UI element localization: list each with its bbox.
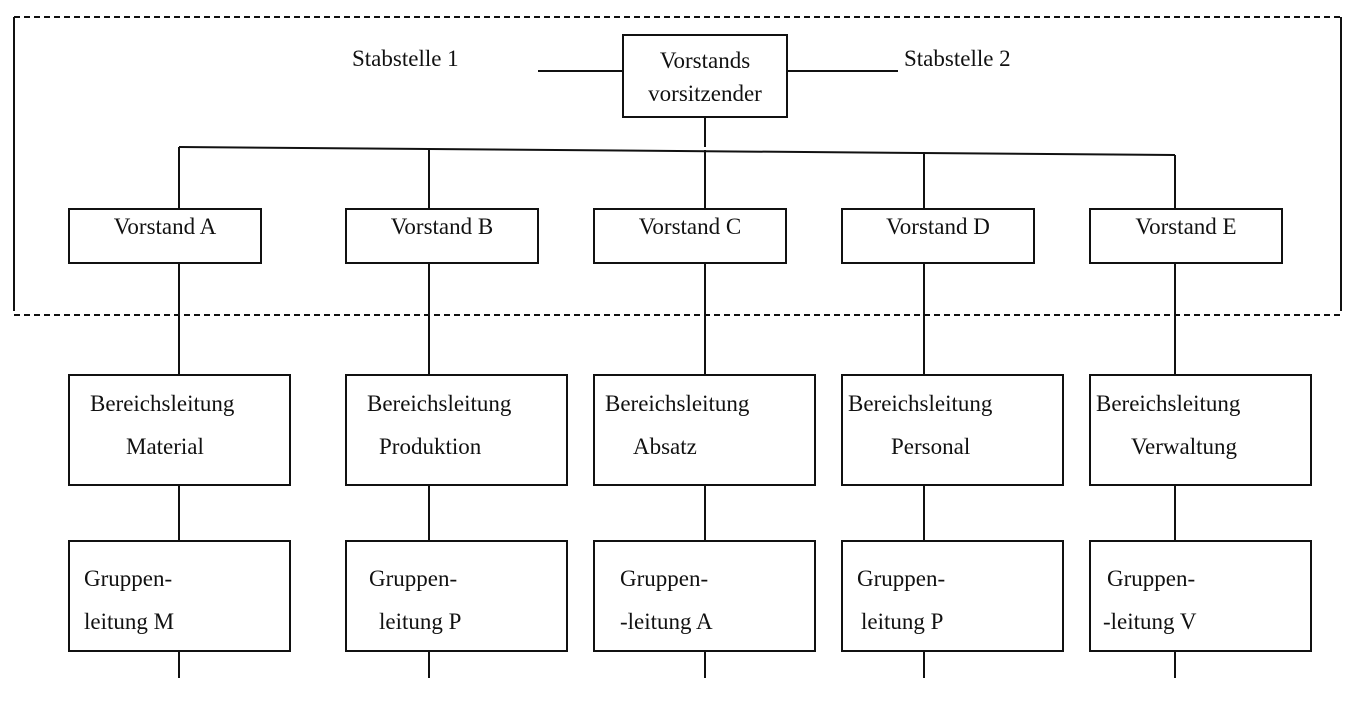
gruppe-a-line1: Gruppen- bbox=[620, 566, 709, 591]
vorstand-bus bbox=[178, 146, 1176, 156]
vorstand-d-box: Vorstand D bbox=[841, 208, 1035, 264]
gruppe-v-box: Gruppen- -leitung V bbox=[1089, 540, 1312, 652]
gruppe-a-box: Gruppen- -leitung A bbox=[593, 540, 816, 652]
gruppe-a-line2: -leitung A bbox=[620, 609, 713, 634]
bereich-absatz-box: Bereichsleitung Absatz bbox=[593, 374, 816, 486]
bereich-personal-line2: Personal bbox=[891, 434, 971, 459]
bereich-absatz-line1: Bereichsleitung bbox=[605, 391, 750, 416]
gruppe-m-box: Gruppen- leitung M bbox=[68, 540, 291, 652]
gruppe-m-line1: Gruppen- bbox=[84, 566, 173, 591]
bereich-produktion-line2: Produktion bbox=[379, 434, 482, 459]
vorstand-e-label: Vorstand E bbox=[1135, 214, 1237, 239]
gruppe-p1-box: Gruppen- leitung P bbox=[345, 540, 568, 652]
bereich-material-line1: Bereichsleitung bbox=[90, 391, 235, 416]
bereich-produktion-box: Bereichsleitung Produktion bbox=[345, 374, 568, 486]
ceo-box: Vorstands vorsitzender bbox=[622, 34, 788, 118]
gruppe-v-line1: Gruppen- bbox=[1107, 566, 1196, 591]
vorstand-b-box: Vorstand B bbox=[345, 208, 539, 264]
ceo-title-line1: Vorstands bbox=[659, 48, 751, 73]
bereich-verwaltung-box: Bereichsleitung Verwaltung bbox=[1089, 374, 1312, 486]
vorstand-e-box: Vorstand E bbox=[1089, 208, 1283, 264]
gruppe-p2-box: Gruppen- leitung P bbox=[841, 540, 1064, 652]
vorstand-c-label: Vorstand C bbox=[638, 214, 742, 239]
gruppe-m-line2: leitung M bbox=[84, 609, 175, 634]
bereich-verwaltung-line1: Bereichsleitung bbox=[1096, 391, 1241, 416]
staff-position-1: Stabstelle 1 bbox=[352, 46, 459, 71]
vorstand-d-label: Vorstand D bbox=[886, 214, 990, 239]
gruppe-p1-line1: Gruppen- bbox=[369, 566, 458, 591]
bereich-material-line2: Material bbox=[126, 434, 204, 459]
gruppe-p1-line2: leitung P bbox=[379, 609, 462, 634]
bereich-personal-box: Bereichsleitung Personal bbox=[841, 374, 1064, 486]
gruppe-p2-line2: leitung P bbox=[861, 609, 944, 634]
vorstand-c-box: Vorstand C bbox=[593, 208, 787, 264]
bereich-verwaltung-line2: Verwaltung bbox=[1131, 434, 1238, 459]
ceo-title-line2: vorsitzender bbox=[648, 81, 762, 106]
vorstand-b-label: Vorstand B bbox=[390, 214, 494, 239]
vorstand-a-label: Vorstand A bbox=[113, 214, 217, 239]
gruppe-v-line2: -leitung V bbox=[1103, 609, 1197, 634]
vorstand-a-box: Vorstand A bbox=[68, 208, 262, 264]
bereich-produktion-line1: Bereichsleitung bbox=[367, 391, 512, 416]
bereich-absatz-line2: Absatz bbox=[633, 434, 697, 459]
bereich-personal-line1: Bereichsleitung bbox=[848, 391, 993, 416]
gruppe-p2-line1: Gruppen- bbox=[857, 566, 946, 591]
staff-position-2: Stabstelle 2 bbox=[904, 46, 1011, 71]
bereich-material-box: Bereichsleitung Material bbox=[68, 374, 291, 486]
